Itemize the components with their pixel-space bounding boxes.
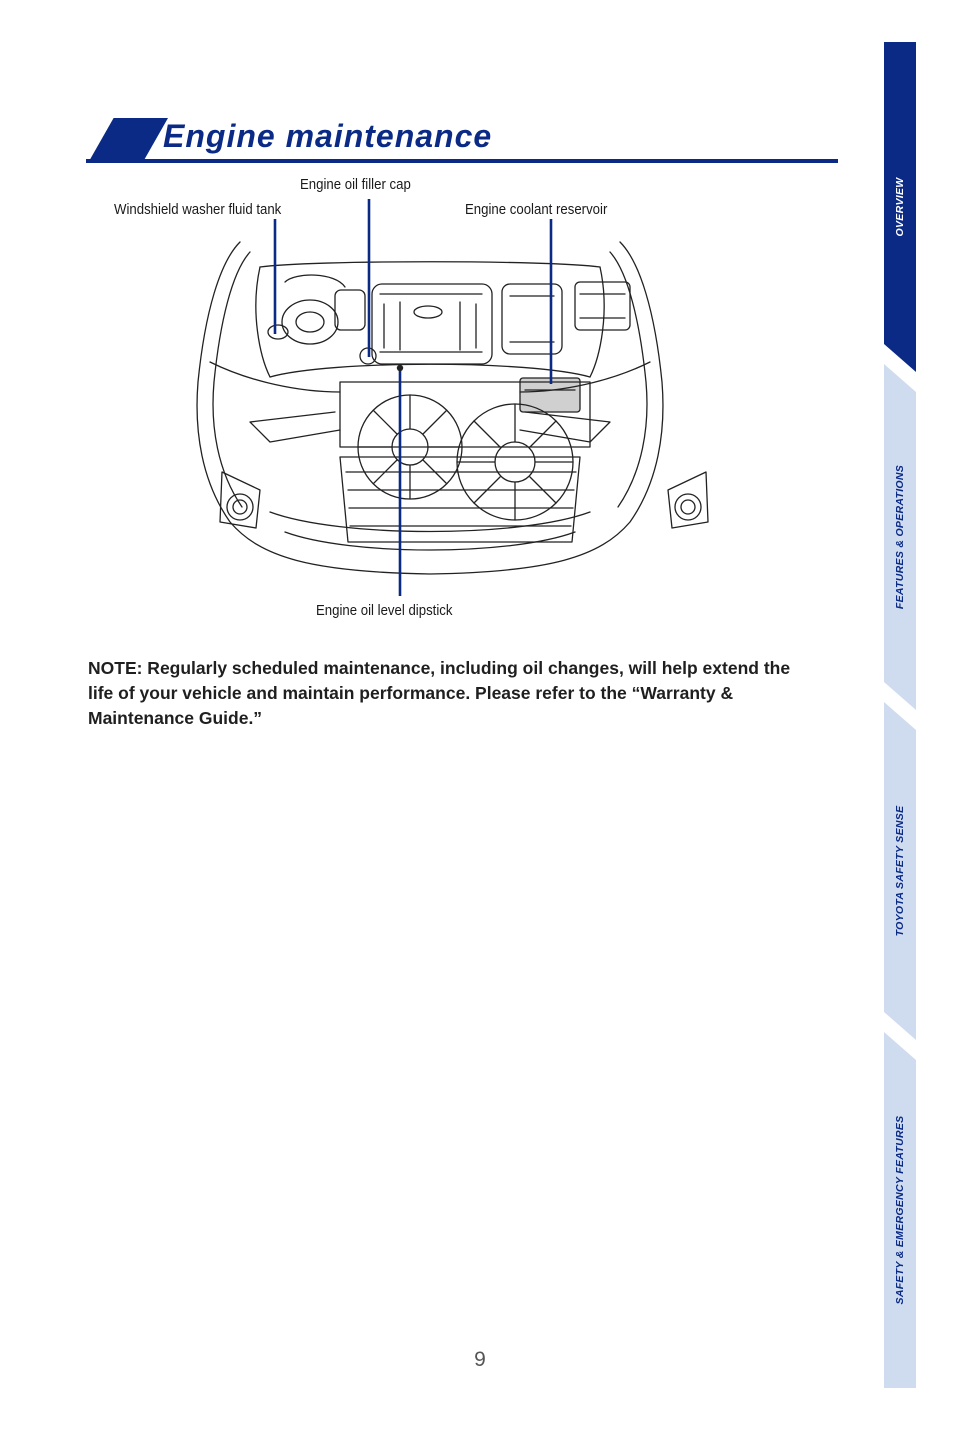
side-tab-nav: OVERVIEW FEATURES & OPERATIONS TOYOTA SA… <box>884 42 916 1388</box>
side-tab-safety-emergency[interactable]: SAFETY & EMERGENCY FEATURES <box>884 1032 916 1388</box>
side-tab-label: TOYOTA SAFETY SENSE <box>894 805 906 937</box>
callout-coolant-reservoir: Engine coolant reservoir <box>465 201 608 218</box>
side-tab-overview[interactable]: OVERVIEW <box>884 42 916 372</box>
maintenance-note: NOTE: Regularly scheduled maintenance, i… <box>88 658 791 728</box>
side-tab-label: OVERVIEW <box>894 177 906 237</box>
side-tab-label: SAFETY & EMERGENCY FEATURES <box>894 1115 906 1305</box>
callout-washer-fluid-tank: Windshield washer fluid tank <box>114 201 282 218</box>
page-title: Engine maintenance <box>163 118 493 154</box>
side-tab-toyota-safety-sense[interactable]: TOYOTA SAFETY SENSE <box>884 702 916 1040</box>
side-tab-features-operations[interactable]: FEATURES & OPERATIONS <box>884 364 916 710</box>
callout-oil-filler-cap: Engine oil filler cap <box>300 176 411 193</box>
callout-oil-level-dipstick: Engine oil level dipstick <box>316 602 453 619</box>
engine-bay-drawing <box>196 199 709 596</box>
page-number: 9 <box>474 1348 486 1371</box>
side-tab-label: FEATURES & OPERATIONS <box>894 464 906 610</box>
header-rule <box>86 159 838 163</box>
header-accent-tab <box>88 118 168 163</box>
engine-bay-illustration: Engine oil filler cap Windshield washer … <box>110 172 750 628</box>
